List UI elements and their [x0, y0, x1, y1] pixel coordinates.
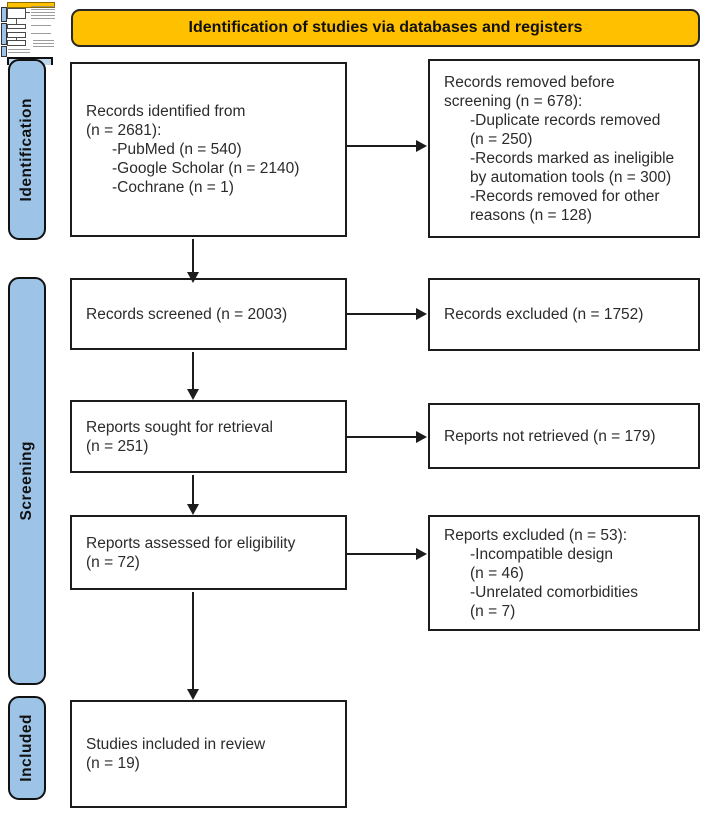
thumbnail-included-strip: [1, 46, 7, 57]
thumbnail-box: [7, 8, 26, 19]
box-reports-excluded: Reports excluded (n = 53): -Incompatible…: [428, 515, 700, 631]
arrow-right-sought-to-not-retrieved: [347, 431, 427, 443]
phase-label-text: Identification: [18, 97, 35, 202]
thumbnail-box: [7, 32, 26, 38]
box-line: (n = 7): [470, 602, 516, 620]
box-line: Reports assessed for eligibility: [86, 534, 296, 552]
box-line: (n = 46): [470, 564, 524, 582]
box-line: by automation tools (n = 300): [470, 168, 672, 186]
box-records-identified: Records identified from (n = 2681): -Pub…: [70, 62, 347, 237]
phase-label-screening: Screening: [8, 277, 46, 685]
box-line: screening (n = 678):: [444, 92, 583, 110]
thumbnail-connector: [26, 12, 30, 13]
diagram-title-banner: Identification of studies via databases …: [71, 9, 700, 47]
box-line: -Cochrane (n = 1): [112, 179, 234, 196]
box-line: Records removed before: [444, 73, 615, 91]
box-line: (n = 19): [86, 755, 140, 772]
arrow-down-screened-to-sought: [187, 352, 199, 400]
thumbnail-text: [33, 40, 54, 49]
box-reports-sought: Reports sought for retrieval (n = 251): [70, 400, 347, 473]
box-line: Records screened (n = 2003): [86, 305, 288, 323]
thumbnail-text: [8, 49, 30, 54]
thumbnail-screening-strip: [1, 23, 7, 45]
box-line: -Duplicate records removed: [470, 111, 661, 129]
phase-label-identification: Identification: [8, 59, 46, 240]
thumbnail-connector: [16, 19, 17, 24]
arrow-down-assessed-to-included: [187, 592, 199, 700]
box-line: (n = 72): [86, 553, 140, 571]
box-reports-not-retrieved: Reports not retrieved (n = 179): [428, 403, 700, 469]
thumbnail-box: [7, 24, 26, 29]
box-line: -PubMed (n = 540): [112, 141, 242, 158]
box-records-excluded: Records excluded (n = 1752): [428, 278, 700, 351]
box-line: -Google Scholar (n = 2140): [112, 160, 300, 177]
box-reports-assessed: Reports assessed for eligibility (n = 72…: [70, 515, 347, 590]
box-line: (n = 250): [470, 130, 533, 148]
box-line: (n = 251): [86, 437, 149, 455]
box-records-removed: Records removed before screening (n = 67…: [428, 59, 700, 238]
thumbnail-text: [31, 33, 51, 36]
phase-label-text: Screening: [18, 441, 35, 521]
thumbnail-connector: [16, 38, 17, 40]
box-studies-included: Studies included in review (n = 19): [70, 700, 347, 808]
thumbnail-text: [31, 6, 55, 21]
box-line: Records identified from: [86, 103, 246, 120]
arrow-right-identified-to-removed: [347, 140, 427, 152]
box-line: Reports sought for retrieval: [86, 418, 273, 436]
arrow-down-identified-to-screened: [187, 239, 199, 283]
page-thumbnail[interactable]: [0, 0, 56, 57]
arrow-right-assessed-to-excluded: [347, 548, 427, 560]
arrow-down-sought-to-assessed: [187, 475, 199, 515]
box-records-screened: Records screened (n = 2003): [70, 278, 347, 350]
box-line: -Records removed for other: [470, 187, 660, 205]
arrow-right-screened-to-excluded: [347, 308, 427, 320]
thumbnail-text: [31, 25, 51, 28]
box-line: -Unrelated comorbidities: [470, 583, 638, 601]
phase-label-included: Included: [8, 696, 46, 800]
box-line: Reports excluded (n = 53):: [444, 526, 628, 544]
box-line: Studies included in review: [86, 736, 266, 753]
diagram-title: Identification of studies via databases …: [188, 19, 583, 36]
phase-label-text: Included: [18, 714, 35, 782]
box-line: Records excluded (n = 1752): [444, 306, 644, 323]
box-line: -Incompatible design: [470, 545, 614, 563]
box-line: (n = 2681):: [86, 122, 162, 139]
box-line: Reports not retrieved (n = 179): [444, 427, 656, 445]
box-line: -Records marked as ineligible: [470, 149, 675, 167]
thumbnail-identification-strip: [1, 7, 7, 22]
box-line: reasons (n = 128): [470, 206, 592, 224]
thumbnail-box: [7, 40, 26, 46]
